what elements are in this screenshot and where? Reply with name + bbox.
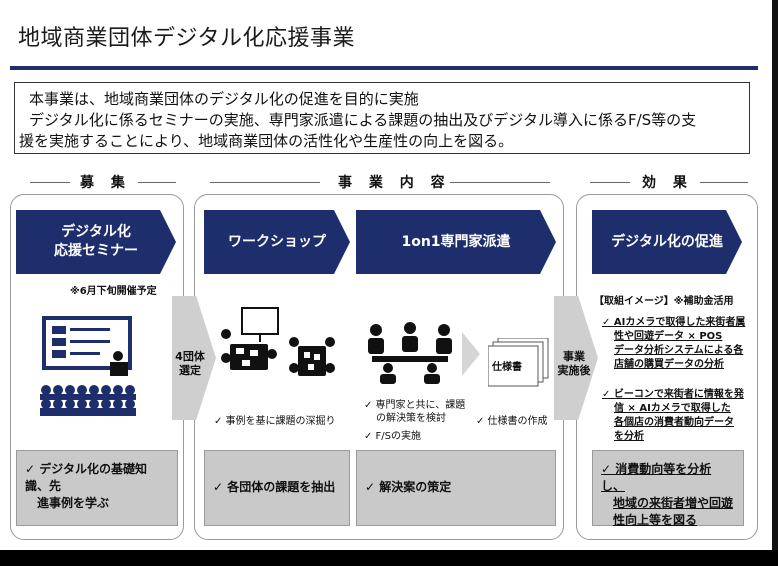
effect-banner-label: デジタル化の促進 — [611, 233, 723, 250]
section-rule — [30, 182, 70, 183]
arrow-2-line-2: 実施後 — [557, 364, 591, 377]
bottom-bar — [0, 550, 778, 566]
spec-document-label: 仕様書 — [492, 362, 522, 373]
section-rule — [138, 182, 176, 183]
effect-item-2-line-4: を分析 — [614, 431, 644, 442]
effect-item-1-line-3: データ分析システムによる各 — [614, 345, 744, 356]
expert-meeting-icon — [368, 322, 452, 384]
effect-banner: デジタル化の促進 — [592, 210, 742, 274]
summary-line-3: 援を実施することにより、地域商業団体の活性化や生産性の向上を図る。 — [19, 132, 514, 150]
summary-line-1: 本事業は、地域商業団体のデジタル化の促進を目的に実施 — [29, 90, 419, 108]
dispatch-bullet-1-line-2: の解決策を検討 — [376, 413, 446, 424]
arrow-1-label: 4団体 選定 — [170, 350, 210, 378]
effect-outcome-box: ✓ 消費動向等を分析し、 地域の来街者増や回遊 性向上等を図る — [592, 450, 744, 527]
dispatch-banner-label: 1on1専門家派遣 — [401, 233, 511, 250]
spec-document-icon — [488, 338, 549, 387]
page-title: 地域商業団体デジタル化応援事業 — [18, 26, 356, 51]
effect-outcome-line-2: 地域の来街者増や回遊 — [613, 496, 734, 510]
section-recruit: 募 集 — [80, 175, 131, 191]
dispatch-bullet-1-line-1: ✓ 専門家と共に、課題 — [364, 400, 466, 411]
seminar-schedule-note: ※6月下旬開催予定 — [70, 286, 157, 297]
effect-outcome-line-3: 性向上等を図る — [613, 513, 698, 527]
dispatch-bullet-1: ✓ 専門家と共に、課題 の解決策を検討 — [364, 399, 465, 425]
workshop-outcome-text: ✓ 各団体の課題を抽出 — [213, 480, 336, 494]
effect-item-2-line-2: 信 × AIカメラで取得した — [614, 403, 731, 414]
effect-heading: 【取組イメージ】※補助金活用 — [594, 296, 734, 307]
dispatch-outcome-text: ✓ 解決案の策定 — [365, 480, 452, 494]
summary-line-2: デジタル化に係るセミナーの実施、専門家派遣による課題の抽出及びデジタル導入に係る… — [29, 111, 697, 129]
dispatch-banner: 1on1専門家派遣 — [356, 210, 556, 274]
arrow-2-line-1: 事業 — [563, 350, 585, 363]
effect-item-2-line-1: ✓ ビーコンで来街者に情報を発 — [602, 389, 744, 400]
workshop-banner-label: ワークショップ — [228, 233, 326, 250]
dispatch-outcome-box: ✓ 解決案の策定 — [356, 450, 556, 526]
seminar-banner: デジタル化 応援セミナー — [16, 210, 176, 274]
section-rule — [450, 182, 550, 183]
summary-box: 本事業は、地域商業団体のデジタル化の促進を目的に実施 デジタル化に係るセミナーの… — [14, 82, 750, 154]
recruit-outcome-box: ✓ デジタル化の基礎知識、先 進事例を学ぶ — [16, 450, 178, 526]
effect-item-1-line-4: 店舗の購買データの分析 — [614, 359, 724, 370]
effect-item-2: ✓ ビーコンで来街者に情報を発 信 × AIカメラで取得した 各個店の消費者動向… — [602, 388, 744, 444]
effect-item-1-line-1: ✓ AIカメラで取得した来街者属 — [602, 317, 746, 328]
section-effect: 効 果 — [642, 175, 693, 191]
effect-item-1-line-2: 性や回遊データ × POS — [614, 331, 723, 342]
seminar-illustration-icon — [40, 316, 136, 416]
seminar-banner-line-2: 応援セミナー — [54, 243, 138, 259]
spec-bullet: ✓ 仕様書の作成 — [476, 416, 548, 427]
dispatch-bullet-2: ✓ F/Sの実施 — [364, 431, 422, 442]
section-rule — [590, 182, 630, 183]
section-content: 事 業 内 容 — [338, 175, 451, 191]
effect-item-1: ✓ AIカメラで取得した来街者属 性や回遊データ × POS データ分析システム… — [602, 316, 745, 372]
right-edge-bar — [772, 0, 778, 550]
workshop-bullet: ✓ 事例を基に課題の深掘り — [214, 416, 336, 427]
arrow-2-label: 事業 実施後 — [552, 350, 596, 378]
section-rule — [700, 182, 748, 183]
workshop-banner: ワークショップ — [204, 210, 350, 274]
title-rule — [10, 66, 758, 70]
effect-outcome-line-1: ✓ 消費動向等を分析し、 — [601, 462, 712, 493]
recruit-outcome-line-1: ✓ デジタル化の基礎知識、先 — [25, 462, 147, 493]
workshop-outcome-box: ✓ 各団体の課題を抽出 — [204, 450, 350, 526]
workshop-illustration-icon — [221, 307, 335, 376]
section-rule — [210, 182, 320, 183]
arrow-1-line-1: 4団体 — [175, 350, 205, 363]
effect-item-2-line-3: 各個店の消費者動向データ — [614, 417, 734, 428]
recruit-outcome-line-2: 進事例を学ぶ — [37, 496, 110, 510]
seminar-banner-line-1: デジタル化 — [61, 224, 131, 240]
arrow-1-line-2: 選定 — [179, 364, 201, 377]
